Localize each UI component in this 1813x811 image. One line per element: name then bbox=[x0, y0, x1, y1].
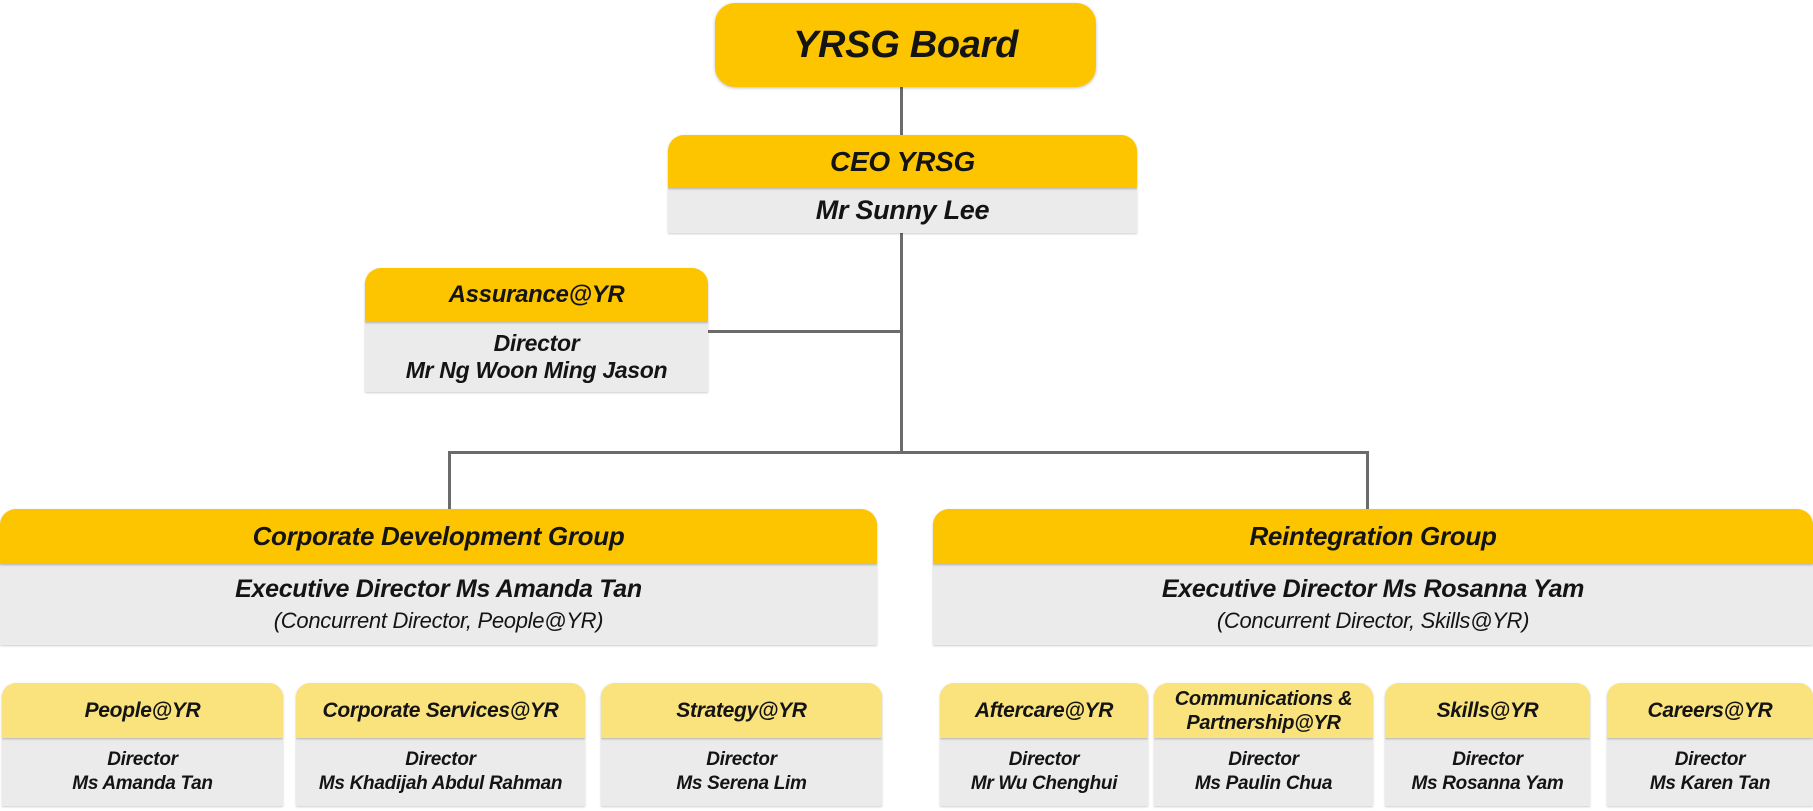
dept-name: Ms Serena Lim bbox=[676, 773, 807, 794]
dept-title: Skills@YR bbox=[1385, 683, 1590, 738]
assurance-role: Director bbox=[493, 329, 580, 356]
group-note: (Concurrent Director, People@YR) bbox=[273, 608, 604, 633]
dept-name: Ms Khadijah Abdul Rahman bbox=[318, 773, 563, 794]
dept-title: Corporate Services@YR bbox=[296, 683, 585, 738]
node-dept-corporate-services: Corporate Services@YR Director Ms Khadij… bbox=[296, 683, 585, 806]
connector-assurance bbox=[706, 330, 902, 333]
connector-ceo-to-branch bbox=[900, 233, 903, 454]
dept-body: Director Ms Khadijah Abdul Rahman bbox=[296, 738, 585, 806]
dept-role: Director bbox=[405, 749, 476, 771]
dept-role: Director bbox=[706, 749, 777, 771]
connector-drop-right bbox=[1366, 451, 1369, 510]
assurance-title: Assurance@YR bbox=[365, 268, 708, 322]
node-dept-aftercare: Aftercare@YR Director Mr Wu Chenghui bbox=[940, 683, 1148, 806]
assurance-name: Mr Ng Woon Ming Jason bbox=[405, 357, 668, 383]
dept-body: Director Mr Wu Chenghui bbox=[940, 738, 1148, 806]
node-group-reintegration: Reintegration Group Executive Director M… bbox=[933, 509, 1813, 645]
group-lead: Executive Director Ms Rosanna Yam bbox=[1161, 575, 1585, 603]
group-body: Executive Director Ms Amanda Tan (Concur… bbox=[0, 564, 877, 645]
assurance-body: Director Mr Ng Woon Ming Jason bbox=[365, 322, 708, 392]
node-group-corporate-development: Corporate Development Group Executive Di… bbox=[0, 509, 877, 645]
node-yrsg-board: YRSG Board bbox=[715, 3, 1096, 87]
dept-role: Director bbox=[1452, 749, 1523, 771]
dept-title: Careers@YR bbox=[1607, 683, 1813, 738]
dept-name: Ms Paulin Chua bbox=[1194, 773, 1333, 794]
dept-title: Strategy@YR bbox=[601, 683, 882, 738]
board-title: YRSG Board bbox=[792, 23, 1019, 66]
connector-drop-left bbox=[448, 451, 451, 510]
connector-board-to-ceo bbox=[900, 87, 903, 135]
node-dept-strategy: Strategy@YR Director Ms Serena Lim bbox=[601, 683, 882, 806]
dept-name: Ms Karen Tan bbox=[1649, 773, 1771, 794]
ceo-title: CEO YRSG bbox=[668, 135, 1137, 188]
dept-title: Communications & Partnership@YR bbox=[1154, 683, 1373, 738]
dept-body: Director Ms Amanda Tan bbox=[2, 738, 283, 806]
dept-title: People@YR bbox=[2, 683, 283, 738]
node-dept-careers: Careers@YR Director Ms Karen Tan bbox=[1607, 683, 1813, 806]
dept-body: Director Ms Karen Tan bbox=[1607, 738, 1813, 806]
dept-role: Director bbox=[107, 749, 178, 771]
dept-name: Mr Wu Chenghui bbox=[970, 773, 1118, 794]
dept-role: Director bbox=[1674, 749, 1746, 771]
ceo-name: Mr Sunny Lee bbox=[815, 195, 990, 225]
group-body: Executive Director Ms Rosanna Yam (Concu… bbox=[933, 564, 1813, 645]
dept-name: Ms Rosanna Yam bbox=[1411, 773, 1564, 794]
node-dept-skills: Skills@YR Director Ms Rosanna Yam bbox=[1385, 683, 1590, 806]
dept-title: Aftercare@YR bbox=[940, 683, 1148, 738]
dept-role: Director bbox=[1008, 749, 1080, 771]
node-dept-people: People@YR Director Ms Amanda Tan bbox=[2, 683, 283, 806]
dept-role: Director bbox=[1228, 749, 1299, 771]
node-assurance: Assurance@YR Director Mr Ng Woon Ming Ja… bbox=[365, 268, 708, 392]
dept-body: Director Ms Serena Lim bbox=[601, 738, 882, 806]
group-title: Corporate Development Group bbox=[0, 509, 877, 564]
group-lead: Executive Director Ms Amanda Tan bbox=[235, 575, 642, 603]
dept-body: Director Ms Rosanna Yam bbox=[1385, 738, 1590, 806]
dept-name: Ms Amanda Tan bbox=[72, 773, 213, 794]
group-title: Reintegration Group bbox=[933, 509, 1813, 564]
node-ceo: CEO YRSG Mr Sunny Lee bbox=[668, 135, 1137, 233]
ceo-body: Mr Sunny Lee bbox=[668, 188, 1137, 233]
dept-body: Director Ms Paulin Chua bbox=[1154, 738, 1373, 806]
connector-branch-horizontal bbox=[448, 451, 1369, 454]
node-dept-communications-partnership: Communications & Partnership@YR Director… bbox=[1154, 683, 1373, 806]
group-note: (Concurrent Director, Skills@YR) bbox=[1216, 608, 1530, 633]
